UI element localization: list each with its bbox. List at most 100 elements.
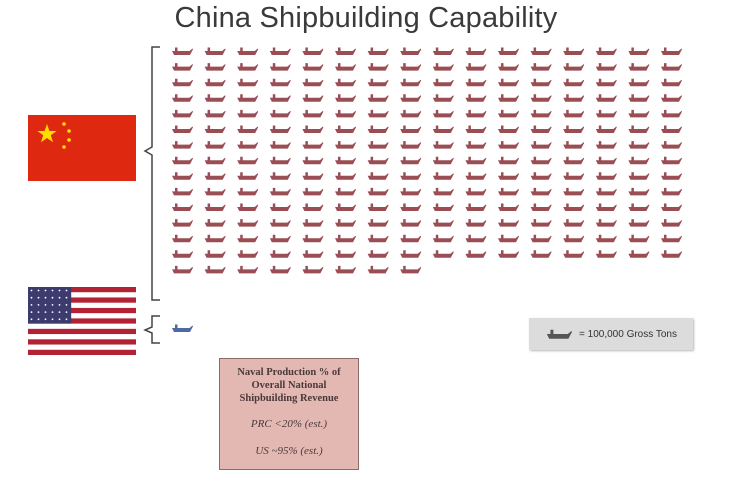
china-ship-icon [628, 203, 650, 211]
china-ship-icon [400, 172, 422, 180]
china-ship-icon [204, 63, 226, 71]
china-ship-icon [335, 109, 356, 118]
china-ship-icon [237, 63, 259, 71]
china-ship-icon [628, 234, 650, 243]
us-flag-star [58, 311, 61, 313]
china-ship-icon [628, 78, 650, 87]
china-ship-icon [237, 265, 259, 274]
china-ship-icon [498, 78, 519, 87]
china-ship-icon [530, 78, 552, 87]
china-ship-icon [204, 125, 226, 133]
china-ship-icon [661, 156, 682, 165]
china-ship-icon [302, 109, 324, 118]
china-ship-icon [367, 125, 389, 133]
china-flag-small-star [67, 138, 71, 142]
china-ship-icon [628, 187, 650, 196]
china-ship-icon [237, 187, 259, 196]
us-flag-star [65, 318, 68, 321]
china-ship-icon [498, 250, 519, 258]
china-ship-icon [530, 109, 552, 118]
china-ship-icon [661, 47, 682, 55]
china-ship-icon [628, 109, 650, 118]
china-ship-icon [595, 187, 617, 196]
china-ship-icon [661, 94, 682, 102]
china-ship-icon [498, 141, 519, 149]
china-ship-icon [335, 78, 356, 87]
china-flag-field [28, 115, 136, 181]
us-flag-star [65, 311, 68, 313]
china-ship-icon [204, 265, 226, 274]
china-ship-icon [498, 172, 519, 180]
china-ship-icon [335, 265, 356, 274]
china-ship-icon [465, 63, 487, 71]
china-ship-icon [172, 78, 193, 87]
china-ship-icon [237, 250, 259, 258]
china-ship-icon [367, 156, 389, 165]
china-ship-icon [269, 187, 291, 196]
china-ship-icon [595, 141, 617, 149]
china-ship-icon [530, 187, 552, 196]
legend-label: = 100,000 Gross Tons [579, 328, 677, 340]
page-title: China Shipbuilding Capability [174, 2, 558, 34]
china-ship-icon [661, 234, 682, 243]
china-ship-icon [465, 234, 487, 243]
china-ship-icon [432, 47, 454, 55]
china-ship-icon [400, 125, 422, 133]
china-ship-icon [563, 63, 585, 71]
china-ship-icon [563, 219, 585, 227]
china-ship-icon [302, 219, 324, 227]
china-ship-icon [530, 47, 552, 55]
china-ship-icon [498, 94, 519, 102]
us-flag-star [37, 296, 40, 299]
china-ship-icon [367, 234, 389, 243]
china-ship-icon [465, 47, 487, 55]
china-ship-icon [269, 172, 291, 180]
us-flag-canton [28, 287, 72, 324]
china-ship-icon [661, 203, 682, 211]
china-ship-icon [432, 156, 454, 165]
china-ship-icon [432, 78, 454, 87]
china-ship-icon [563, 47, 585, 55]
china-ship-icon [661, 63, 682, 71]
china-ship-icon [432, 141, 454, 149]
china-ship-icon [335, 141, 356, 149]
china-ship-icon [172, 125, 193, 133]
china-ship-icon [204, 141, 226, 149]
china-ship-icon [563, 78, 585, 87]
china-ship-icon [595, 203, 617, 211]
china-ship-icon [269, 63, 291, 71]
china-ship-icon [400, 94, 422, 102]
china-ship-icon [367, 250, 389, 258]
china-ship-icon [563, 234, 585, 243]
china-ship-icon [628, 125, 650, 133]
us-flag-star [44, 304, 47, 306]
china-ship-icon [400, 187, 422, 196]
china-ship-icon [237, 109, 259, 118]
china-ship-icon [465, 187, 487, 196]
info-heading: Naval Production % of Overall National S… [237, 367, 341, 404]
china-ship-icon [563, 141, 585, 149]
china-ship-icon [302, 141, 324, 149]
china-bracket [143, 46, 160, 301]
china-ship-icon [204, 156, 226, 165]
us-flag-stripe [28, 328, 136, 335]
china-ship-icon [269, 234, 291, 243]
china-ship-icon [595, 47, 617, 55]
us-ship-icons [172, 324, 193, 332]
us-flag-star [51, 296, 54, 299]
china-ship-icon [400, 78, 422, 87]
china-ship-icon [302, 125, 324, 133]
china-ship-icon [628, 141, 650, 149]
china-ship-icon [335, 94, 356, 102]
china-ship-icon [563, 156, 585, 165]
us-flag-star [65, 304, 68, 306]
china-ship-icon [432, 203, 454, 211]
china-ship-icon [172, 63, 193, 71]
china-ship-icon [204, 78, 226, 87]
china-ship-icon [595, 219, 617, 227]
china-ship-icon [595, 78, 617, 87]
china-ship-icon [563, 250, 585, 258]
china-ship-icon [400, 63, 422, 71]
china-ship-icon [432, 234, 454, 243]
china-ship-icon [530, 63, 552, 71]
